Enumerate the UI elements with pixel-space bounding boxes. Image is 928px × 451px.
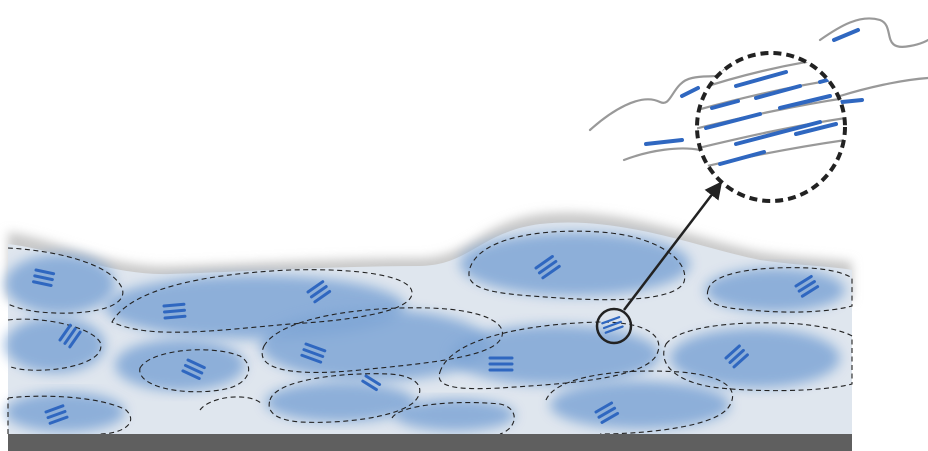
- domain-fill: [260, 309, 490, 381]
- amorphous-chain: [820, 18, 928, 46]
- domain-fill: [265, 382, 415, 422]
- domain-fill: [5, 317, 105, 373]
- domain-fill: [5, 254, 115, 314]
- zoom-circle: [690, 53, 860, 201]
- crystalline-segment: [834, 30, 858, 40]
- domain-fill: [550, 381, 730, 429]
- domain-fill: [115, 339, 245, 391]
- domain-fill: [460, 232, 690, 296]
- substrate: [8, 434, 852, 451]
- crystalline-segment: [682, 88, 698, 96]
- amorphous-chain: [624, 148, 700, 160]
- crystalline-segment: [842, 100, 862, 102]
- crystalline-segment: [646, 140, 682, 144]
- domain-fill: [395, 399, 515, 431]
- domain-fill: [670, 328, 840, 388]
- domain-fill: [705, 268, 845, 312]
- amorphous-chain: [840, 78, 928, 96]
